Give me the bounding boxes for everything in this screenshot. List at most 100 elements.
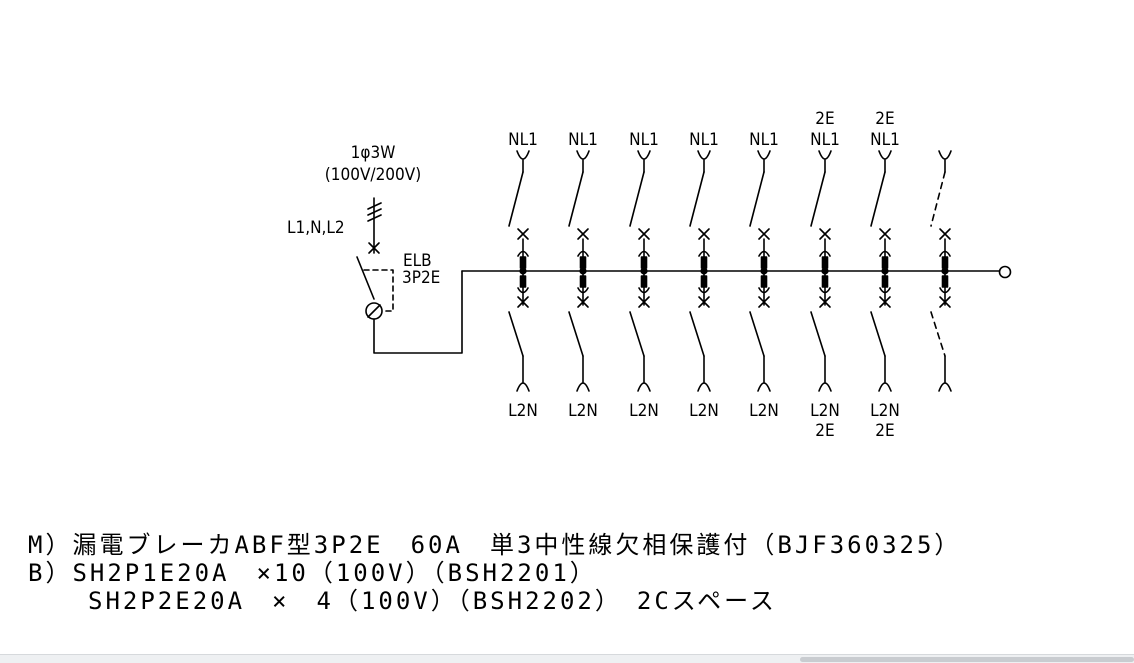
- top-contact-x: [939, 228, 951, 240]
- bottom-connector-block: [700, 275, 708, 288]
- main-switch-blade: [356, 256, 375, 300]
- top-circuit-label: NL1: [629, 130, 659, 150]
- supply-label: 1φ3W: [351, 143, 396, 163]
- main-breaker-labels: 1φ3W (100V/200V) L1,N,L2 ELB 3P2E: [287, 143, 440, 288]
- bottom-connector-block: [881, 275, 889, 288]
- top-connector-arc: [638, 250, 650, 257]
- bus-junction-dot: [700, 267, 708, 275]
- bottom-connector-block: [519, 275, 527, 288]
- branch-breaker-2: [568, 150, 590, 392]
- bottom-connector-arc: [758, 287, 770, 294]
- bottom-contact-x: [577, 296, 589, 308]
- top-circuit-label: NL1: [810, 130, 840, 150]
- voltage-label: (100V/200V): [325, 165, 421, 185]
- top-switch-blade: [930, 171, 946, 227]
- bottom-contact-x: [698, 296, 710, 308]
- branch-breaker-1: [508, 150, 530, 392]
- horizontal-scrollbar[interactable]: [0, 654, 1134, 663]
- branch-breaker-5: [749, 150, 771, 392]
- top-circuit-label: NL1: [749, 130, 779, 150]
- main-to-bus-link: [373, 270, 463, 354]
- bottom-switch-blade: [870, 311, 886, 357]
- bottom-connector-block: [821, 275, 829, 288]
- bottom-connector-arc: [879, 287, 891, 294]
- branch-breaker-4: [689, 150, 711, 392]
- top-contact-x: [577, 228, 589, 240]
- bottom-connector-arc: [517, 287, 529, 294]
- top-earth-label: 2E: [875, 109, 894, 129]
- bottom-connector-block: [760, 275, 768, 288]
- top-contact-x: [879, 228, 891, 240]
- top-contact-x: [698, 228, 710, 240]
- bottom-circuit-label: L2N: [629, 401, 659, 421]
- bottom-connector-arc: [577, 287, 589, 294]
- bottom-circuit-label: L2N: [568, 401, 598, 421]
- top-switch-blade: [629, 171, 645, 227]
- top-terminal: [818, 150, 832, 160]
- top-switch-blade: [870, 171, 886, 227]
- bottom-terminal: [878, 382, 892, 392]
- bottom-switch-blade: [689, 311, 705, 357]
- top-switch-blade: [508, 171, 524, 227]
- top-switch-blade: [568, 171, 584, 227]
- top-switch-blade: [749, 171, 765, 227]
- top-connector-arc: [758, 250, 770, 257]
- top-connector-block: [519, 256, 527, 269]
- bottom-terminal: [516, 382, 530, 392]
- bottom-contact-x: [819, 296, 831, 308]
- top-connector-block: [760, 256, 768, 269]
- bottom-contact-x: [758, 296, 770, 308]
- bus-end-terminal: [998, 265, 1012, 279]
- top-circuit-label: NL1: [508, 130, 538, 150]
- bus-junction-dot: [640, 267, 648, 275]
- top-terminal: [637, 150, 651, 160]
- top-contact-x: [758, 228, 770, 240]
- bus-junction-dot: [881, 267, 889, 275]
- feeder-slash-1: [367, 202, 382, 210]
- bottom-connector-arc: [638, 287, 650, 294]
- bottom-terminal: [576, 382, 590, 392]
- top-circuit-label: NL1: [568, 130, 598, 150]
- top-circuit-label: NL1: [689, 130, 719, 150]
- bottom-circuit-label: L2N: [508, 401, 538, 421]
- bottom-terminal: [818, 382, 832, 392]
- bus-junction-dot: [821, 267, 829, 275]
- top-connector-arc: [698, 250, 710, 257]
- phases-label: L1,N,L2: [287, 218, 345, 238]
- elb-dashed-box: [363, 269, 394, 312]
- branch-breaker-8: [930, 150, 952, 392]
- poles-label: 3P2E: [402, 268, 440, 288]
- branch-circuits: NL1L2NNL1L2NNL1L2NNL1L2NNL1L2N2ENL1L2N2E…: [508, 109, 952, 441]
- top-switch-blade: [810, 171, 826, 227]
- bottom-switch-blade: [749, 311, 765, 357]
- top-connector-arc: [819, 250, 831, 257]
- top-connector-arc: [879, 250, 891, 257]
- top-terminal: [576, 150, 590, 160]
- scrollbar-thumb[interactable]: [800, 657, 1134, 662]
- bottom-terminal: [697, 382, 711, 392]
- top-connector-block: [640, 256, 648, 269]
- main-contact-x: [368, 242, 380, 254]
- bottom-switch-blade: [930, 311, 946, 357]
- top-connector-arc: [517, 250, 529, 257]
- top-terminal: [878, 150, 892, 160]
- bus-junction-dot: [519, 267, 527, 275]
- bottom-connector-block: [941, 275, 949, 288]
- bottom-switch-blade: [568, 311, 584, 357]
- top-connector-arc: [577, 250, 589, 257]
- earth-leakage-slash: [367, 304, 381, 318]
- branch-breaker-spec-1: B）SH2P1E20A ×10（100V）（BSH2201）: [28, 559, 597, 587]
- bottom-switch-blade: [508, 311, 524, 357]
- bus-junction-dot: [579, 267, 587, 275]
- bottom-switch-blade: [810, 311, 826, 357]
- top-earth-label: 2E: [815, 109, 834, 129]
- bus-junction-dot: [941, 267, 949, 275]
- bus-junction-dot: [760, 267, 768, 275]
- top-connector-block: [700, 256, 708, 269]
